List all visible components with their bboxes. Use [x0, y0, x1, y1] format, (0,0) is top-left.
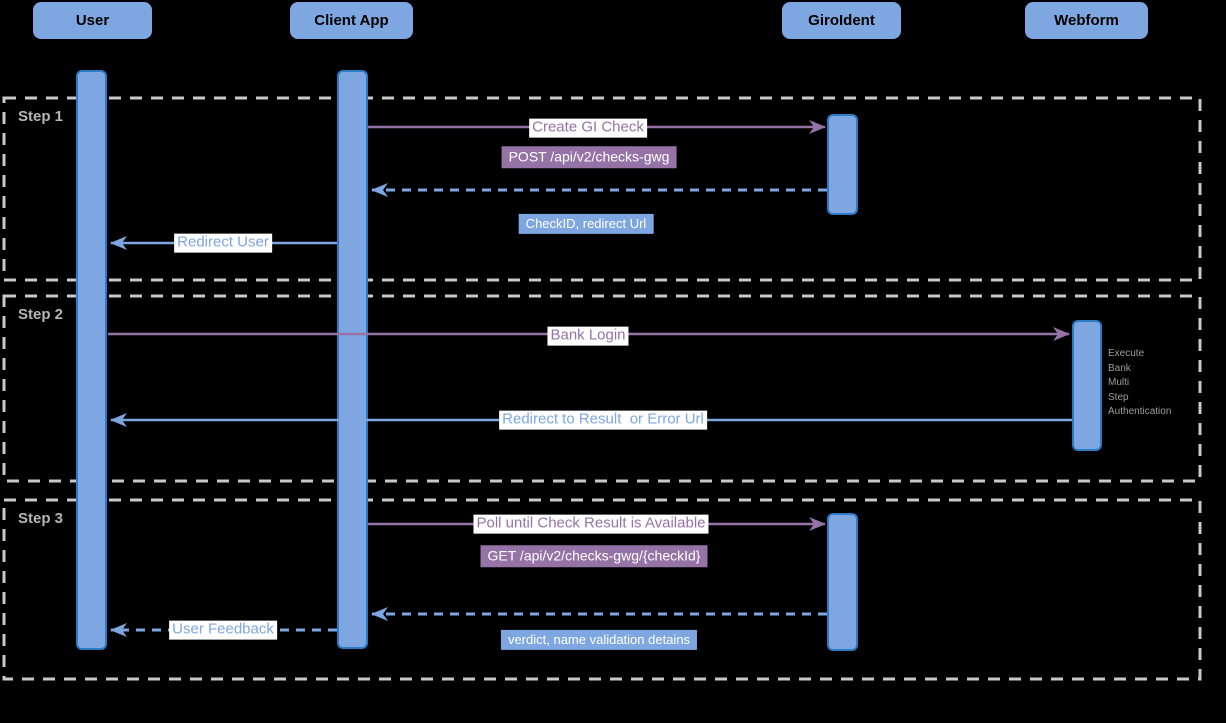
actor-giroident: GiroIdent — [782, 2, 901, 39]
badge-post-endpoint: POST /api/v2/checks-gwg — [501, 146, 677, 168]
activation-giroident-s3 — [827, 513, 858, 651]
actor-giroident-label: GiroIdent — [808, 12, 875, 29]
badge-poll-response: verdict, name validation detains — [500, 629, 698, 651]
label-redirect-result: Redirect to Result or Error Url — [499, 410, 707, 430]
webform-auth-note: Execute Bank Multi Step Authentication — [1108, 348, 1172, 417]
actor-webform: Webform — [1025, 2, 1148, 39]
actor-client-app-label: Client App — [314, 12, 389, 29]
badge-check-response: CheckID, redirect Url — [518, 213, 654, 235]
step1-label: Step 1 — [18, 108, 64, 125]
activation-webform-s2 — [1072, 320, 1102, 451]
label-poll: Poll until Check Result is Available — [473, 514, 709, 534]
label-create-check: Create GI Check — [529, 118, 647, 138]
badge-get-endpoint: GET /api/v2/checks-gwg/{checkId} — [480, 545, 708, 567]
actor-client-app: Client App — [290, 2, 413, 39]
label-redirect-user: Redirect User — [174, 233, 272, 253]
actor-user: User — [33, 2, 152, 39]
actor-user-label: User — [75, 12, 110, 29]
label-bank-login: Bank Login — [547, 326, 629, 346]
step2-frame — [2, 294, 1202, 483]
actor-webform-label: Webform — [1054, 12, 1119, 29]
lifeline-client-app — [337, 70, 368, 649]
step3-label: Step 3 — [18, 510, 64, 527]
step2-label: Step 2 — [18, 306, 64, 323]
activation-giroident-s1 — [827, 114, 858, 215]
lifeline-user — [76, 70, 107, 650]
label-user-feedback: User Feedback — [169, 620, 277, 640]
